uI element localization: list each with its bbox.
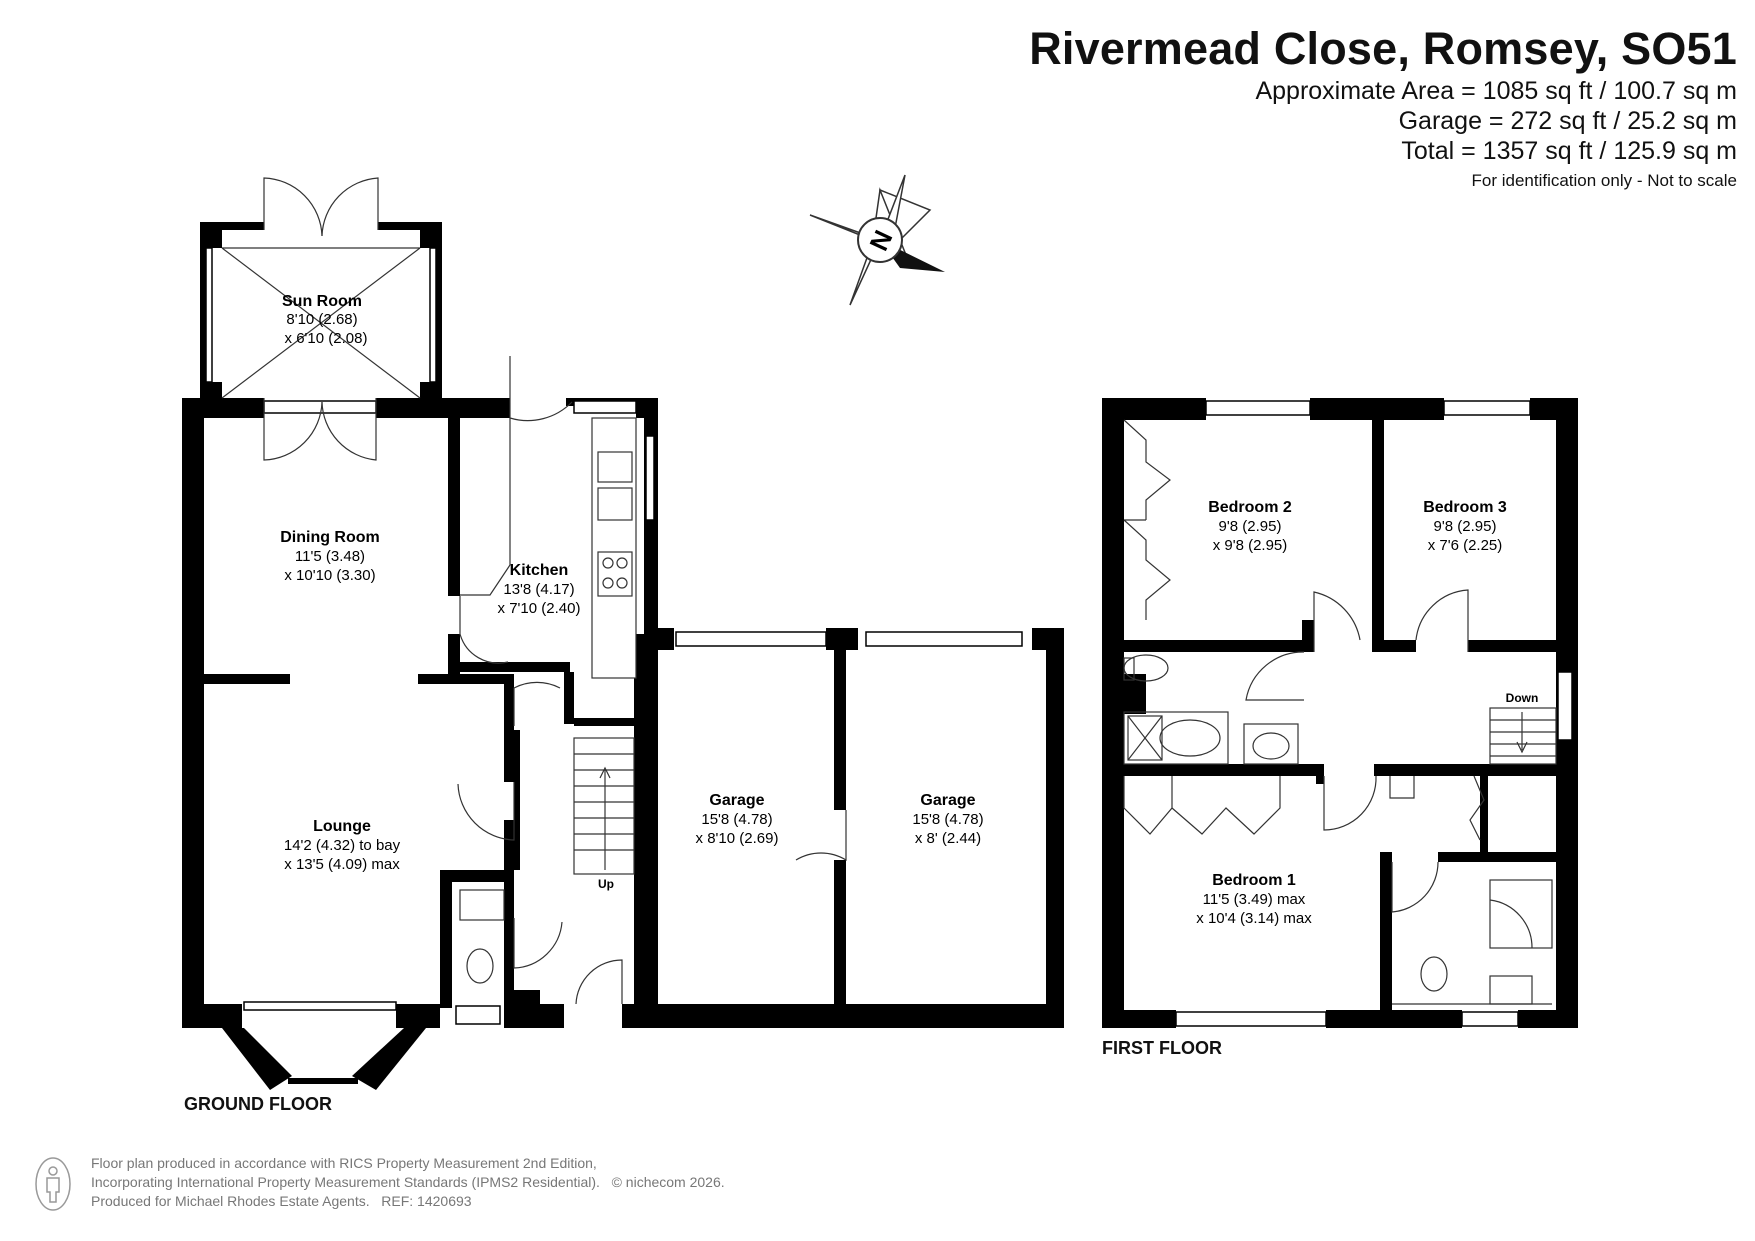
kitchen-fixtures [459, 356, 637, 679]
bedroom-1-name: Bedroom 1 [1212, 872, 1296, 889]
garage-2-dim2: x 8' (2.44) [915, 830, 981, 847]
kitchen-name: Kitchen [510, 562, 569, 579]
bedroom-3-dim1: 9'8 (2.95) [1434, 518, 1497, 535]
sun-room-dim1: 8'10 (2.68) [286, 311, 357, 328]
footer-copyright: © nichecom 2026. [611, 1174, 725, 1190]
bedroom-1-dim2: x 10'4 (3.14) max [1196, 910, 1312, 927]
header: Rivermead Close, Romsey, SO51 Approximat… [1029, 22, 1737, 194]
identification-note: For identification only - Not to scale [1471, 171, 1737, 190]
stairs-down-label: Down [1506, 691, 1539, 705]
garage-2-name: Garage [920, 792, 975, 809]
ground-floor-label: GROUND FLOOR [184, 1094, 332, 1114]
kitchen-dim1: 13'8 (4.17) [503, 581, 574, 598]
total-area: Total = 1357 sq ft / 125.9 sq m [1401, 137, 1737, 165]
footer-produced-for: Produced for Michael Rhodes Estate Agent… [91, 1193, 370, 1209]
bedroom-3-name: Bedroom 3 [1423, 499, 1507, 516]
footer-ref: REF: 1420693 [381, 1193, 472, 1209]
ground-floor-windows [205, 247, 1023, 1025]
dining-room-dim1: 11'5 (3.48) [295, 548, 365, 565]
dining-room-dim2: x 10'10 (3.30) [284, 567, 375, 584]
footer-line-3: Produced for Michael Rhodes Estate Agent… [91, 1192, 725, 1211]
bedroom-2-name: Bedroom 2 [1208, 499, 1292, 516]
approx-area: Approximate Area = 1085 sq ft / 100.7 sq… [1255, 77, 1737, 105]
first-floor-walls [1102, 398, 1578, 1028]
kitchen-dim2: x 7'10 (2.40) [498, 600, 581, 617]
lounge-name: Lounge [313, 818, 371, 835]
garage-1-dim1: 15'8 (4.78) [701, 811, 772, 828]
sun-room-name: Sun Room [282, 293, 362, 310]
first-floor-windows [1175, 400, 1573, 1027]
garage-area: Garage = 272 sq ft / 25.2 sq m [1398, 107, 1737, 135]
bedroom-1-dim1: 11'5 (3.49) max [1203, 891, 1306, 908]
dining-room-name: Dining Room [280, 529, 380, 546]
footer-line-2-text: Incorporating International Property Mea… [91, 1174, 600, 1190]
bedroom-2-dim1: 9'8 (2.95) [1219, 518, 1282, 535]
compass-icon: N [809, 174, 945, 306]
garage-2-dim1: 15'8 (4.78) [912, 811, 983, 828]
first-floor-label: FIRST FLOOR [1102, 1038, 1222, 1058]
sun-room-fixtures [221, 177, 421, 461]
property-title: Rivermead Close, Romsey, SO51 [1029, 23, 1737, 74]
sun-room-dim2: x 6'10 (2.08) [285, 330, 368, 347]
ground-floor-walls [182, 222, 1064, 1090]
person-icon [35, 1157, 71, 1211]
footer: Floor plan produced in accordance with R… [91, 1154, 725, 1211]
hall-fixtures [457, 681, 847, 1005]
lounge-dim1: 14'2 (4.32) to bay [284, 837, 401, 854]
room-labels: Sun Room 8'10 (2.68) x 6'10 (2.08) Dinin… [280, 293, 1538, 927]
bedroom-2-dim2: x 9'8 (2.95) [1213, 537, 1288, 554]
first-floor-fixtures [1123, 419, 1557, 1005]
garage-1-name: Garage [709, 792, 764, 809]
footer-line-2: Incorporating International Property Mea… [91, 1173, 725, 1192]
stairs-up-label: Up [598, 877, 614, 891]
garage-1-dim2: x 8'10 (2.69) [696, 830, 779, 847]
lounge-dim2: x 13'5 (4.09) max [284, 856, 400, 873]
footer-line-1: Floor plan produced in accordance with R… [91, 1155, 597, 1171]
bedroom-3-dim2: x 7'6 (2.25) [1428, 537, 1503, 554]
